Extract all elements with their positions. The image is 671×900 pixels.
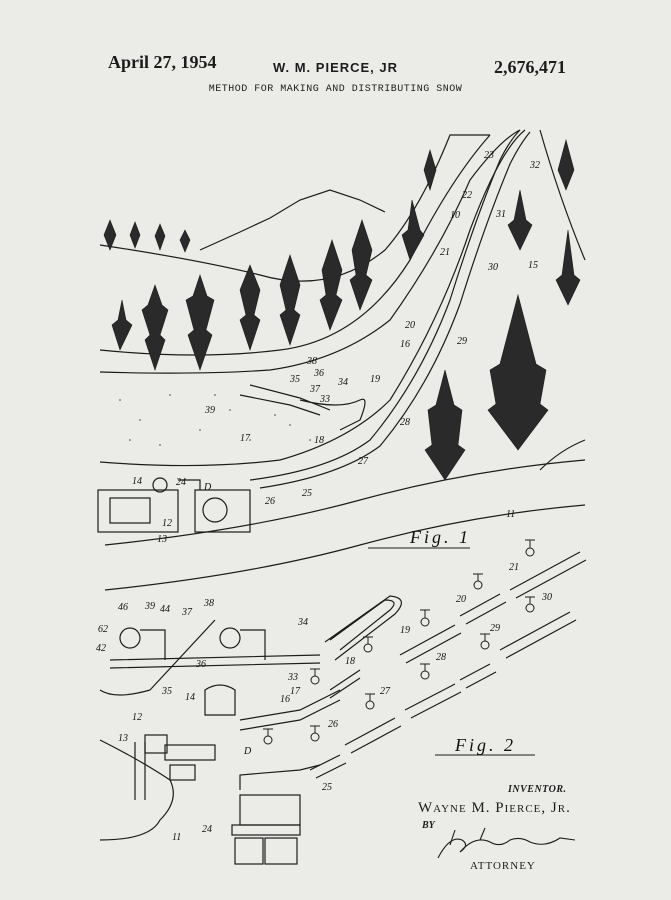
ref-label: 15 bbox=[528, 260, 538, 271]
ref-label: 42 bbox=[96, 643, 106, 654]
ref-label: 18 bbox=[345, 656, 355, 667]
ref-label: 19 bbox=[400, 625, 410, 636]
feed-line bbox=[240, 765, 320, 790]
ref-label: 36 bbox=[313, 368, 324, 379]
attorney-signature bbox=[438, 828, 575, 858]
pipe-27 bbox=[345, 718, 401, 753]
snow-guns-fig1 bbox=[240, 385, 365, 430]
ref-label: 21 bbox=[440, 247, 450, 258]
ref-label: 35 bbox=[161, 686, 172, 697]
ref-label: 28 bbox=[400, 417, 410, 428]
ref-label: 22 bbox=[462, 190, 472, 201]
ref-label: 12 bbox=[162, 518, 172, 529]
figure-2-caption: Fig. 2 bbox=[454, 735, 516, 755]
ref-label: 26 bbox=[328, 719, 338, 730]
ref-label: 32 bbox=[529, 160, 540, 171]
ref-label: 29 bbox=[457, 336, 467, 347]
ref-label: 21 bbox=[509, 562, 519, 573]
ref-label: 20 bbox=[456, 594, 466, 605]
figure-2-drawing bbox=[100, 552, 586, 864]
ref-label: 10 bbox=[450, 210, 460, 221]
inventor-name: Wayne M. Pierce, Jr. bbox=[418, 800, 571, 817]
ref-label: 25 bbox=[322, 782, 332, 793]
ref-label: 33 bbox=[287, 672, 298, 683]
ref-label: 38 bbox=[306, 356, 317, 367]
ref-label: 39 bbox=[144, 601, 155, 612]
ref-label: 17 bbox=[290, 686, 301, 697]
ref-label: 13 bbox=[157, 534, 167, 545]
attorney-label: ATTORNEY bbox=[470, 860, 536, 872]
ref-label: 46 bbox=[118, 602, 128, 613]
river-11-fig2 bbox=[100, 740, 173, 840]
ref-label: 29 bbox=[490, 623, 500, 634]
ref-label: 18 bbox=[314, 435, 324, 446]
unit-12 bbox=[145, 735, 167, 753]
figure-1-caption: Fig. 1 bbox=[409, 527, 471, 547]
ref-label: 11 bbox=[172, 832, 181, 843]
ref-label: 20 bbox=[405, 320, 415, 331]
ref-label: 14 bbox=[132, 476, 142, 487]
ref-label: 30 bbox=[541, 592, 552, 603]
ref-label: 62 bbox=[98, 624, 108, 635]
pipe-30 bbox=[500, 612, 576, 658]
pipe-coil-34 bbox=[325, 596, 401, 660]
ref-label: 37 bbox=[181, 607, 193, 618]
ref-label: 36 bbox=[195, 659, 206, 670]
pipe-29 bbox=[460, 664, 496, 688]
nozzle-46a bbox=[120, 628, 140, 648]
ref-label: 23 bbox=[484, 150, 494, 161]
ref-label: 44 bbox=[160, 604, 170, 615]
unit-24 bbox=[240, 795, 300, 825]
ref-label: 16 bbox=[280, 694, 290, 705]
ref-label: 13 bbox=[118, 733, 128, 744]
ref-label: D bbox=[203, 482, 212, 493]
tank-14 bbox=[205, 685, 235, 715]
ref-label: 30 bbox=[487, 262, 498, 273]
ref-label: 26 bbox=[265, 496, 275, 507]
ref-label: 25 bbox=[302, 488, 312, 499]
inventor-label: INVENTOR. bbox=[508, 784, 567, 795]
pipe-36 bbox=[110, 655, 320, 668]
ref-label: 33 bbox=[319, 394, 330, 405]
by-label: BY bbox=[422, 820, 435, 831]
ref-label: 28 bbox=[436, 652, 446, 663]
ref-label: 34 bbox=[337, 377, 348, 388]
ref-label: 14 bbox=[185, 692, 195, 703]
ref-label: 27 bbox=[380, 686, 391, 697]
snow-area bbox=[119, 394, 311, 446]
ref-label: 24 bbox=[176, 477, 186, 488]
ref-label: 19 bbox=[370, 374, 380, 385]
ref-label: D bbox=[243, 746, 252, 757]
pipe-20 bbox=[460, 594, 506, 624]
ref-label: 16 bbox=[400, 339, 410, 350]
ref-label: 12 bbox=[132, 712, 142, 723]
pump-units-fig1 bbox=[98, 478, 250, 532]
ref-label: 31 bbox=[495, 209, 506, 220]
nozzle-46b bbox=[220, 628, 240, 648]
ref-label: 34 bbox=[297, 617, 308, 628]
ref-label: 27 bbox=[358, 456, 369, 467]
valves bbox=[263, 540, 535, 744]
ref-label: 35 bbox=[289, 374, 300, 385]
ref-label: 11 bbox=[506, 509, 515, 520]
ref-label: 39 bbox=[204, 405, 215, 416]
ref-label: 17 bbox=[240, 433, 251, 444]
ref-label: 24 bbox=[202, 824, 212, 835]
ref-label: 37 bbox=[309, 384, 321, 395]
ref-label: 38 bbox=[203, 598, 214, 609]
pipe-28 bbox=[405, 684, 461, 718]
